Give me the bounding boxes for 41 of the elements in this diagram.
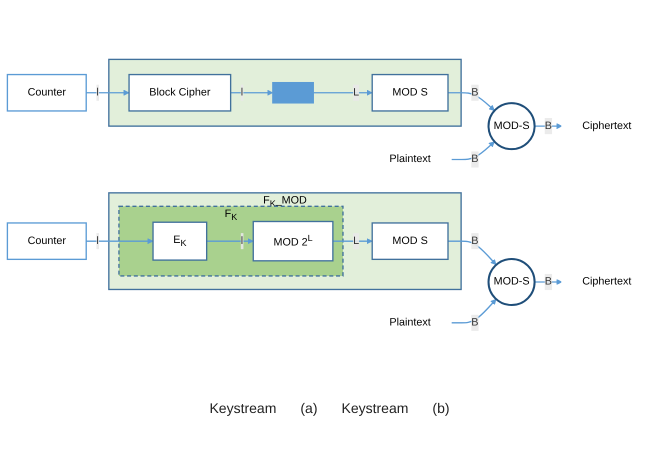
edge-label: l bbox=[96, 86, 99, 98]
node-box: E$_{K}$ bbox=[152, 221, 208, 261]
node-box: MOD S bbox=[372, 222, 449, 260]
edge-label: B bbox=[471, 316, 478, 328]
signal-name: Keystream bbox=[209, 400, 276, 416]
edge-label: B bbox=[471, 153, 478, 165]
node-text: Ciphertext bbox=[582, 276, 632, 288]
edge-label: B bbox=[544, 276, 552, 288]
node-box: MOD 2$^{L}$ bbox=[252, 220, 334, 262]
arrow bbox=[86, 90, 130, 96]
edge-label: B bbox=[471, 86, 478, 98]
cluster bbox=[108, 58, 462, 127]
edge-label: B bbox=[471, 234, 478, 246]
node-circle: MOD-S bbox=[488, 102, 536, 150]
node-text: Ciphertext bbox=[582, 120, 632, 132]
arrow bbox=[448, 92, 495, 111]
node-circle: MOD-S bbox=[488, 258, 536, 306]
arrow bbox=[86, 238, 154, 244]
arrow bbox=[230, 90, 274, 96]
panel-caption: (a) bbox=[300, 400, 318, 416]
edge-label: B bbox=[544, 120, 552, 132]
arrow bbox=[313, 90, 372, 96]
arrow bbox=[451, 298, 496, 324]
signal-name: Keystream bbox=[342, 400, 408, 416]
node-box: Counter bbox=[6, 222, 87, 260]
node-box: Counter bbox=[6, 74, 87, 112]
arrow bbox=[451, 141, 495, 160]
edge-label: l bbox=[96, 234, 99, 246]
edge-label: L bbox=[353, 86, 360, 98]
edge-label: l bbox=[240, 86, 244, 98]
arrow bbox=[332, 238, 372, 244]
node-text: Plaintext bbox=[389, 316, 431, 328]
edge-label: L bbox=[353, 234, 360, 246]
arrow bbox=[206, 238, 254, 244]
node-box: Block Cipher bbox=[128, 74, 232, 112]
edge-label: l bbox=[240, 234, 244, 246]
node-box: MOD S bbox=[372, 74, 449, 112]
panel-caption: (b) bbox=[432, 400, 450, 416]
arrow bbox=[448, 240, 496, 265]
node-bar bbox=[272, 82, 314, 104]
node-text: Plaintext bbox=[389, 153, 431, 165]
